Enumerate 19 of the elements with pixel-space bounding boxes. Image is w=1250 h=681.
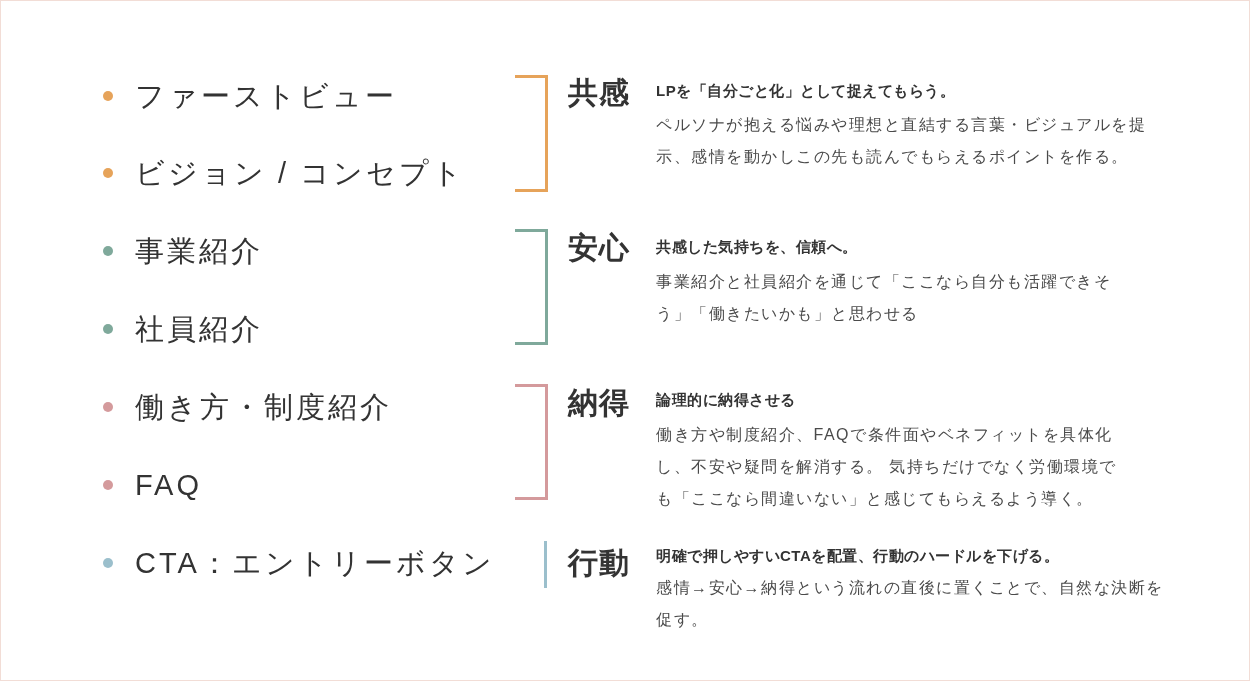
stage-heading: LPを「自分ごと化」として捉えてもらう。 [656, 81, 956, 101]
stage-description: 感情→安心→納得という流れの直後に置くことで、自然な決断を促す。 [656, 578, 1165, 630]
stage-description: 事業紹介と社員紹介を通じて「ここなら自分も活躍できそう」「働きたいかも」と思わせる [656, 272, 1112, 324]
section-item: ファーストビュー [135, 79, 397, 114]
section-item: 事業紹介 [135, 234, 263, 269]
stage-description: 働き方や制度紹介、FAQで条件面やベネフィットを具体化し、不安や疑問を解消する。 気持ちだけでなく労働環境でも「ここなら間違いない」と感じてもらえるよう導く。 [656, 425, 1118, 509]
stage-label: 共感 [568, 75, 630, 111]
stage-label: 納得 [568, 385, 630, 421]
stage-heading: 論理的に納得させる [656, 390, 796, 410]
section-item: ビジョン / コンセプト [135, 156, 466, 191]
stage-heading: 明確で押しやすいCTAを配置、行動のハードルを下げる。 [656, 546, 1060, 566]
stage-description: ペルソナが抱える悩みや理想と直結する言葉・ビジュアルを提示、感情を動かしこの先も読んでもらえるポイントを作る。 [656, 115, 1147, 167]
stage-heading: 共感した気持ちを、信頼へ。 [656, 237, 858, 257]
stage-label: 行動 [568, 545, 630, 581]
section-item: CTA：エントリーボタン [135, 546, 495, 581]
stage-label: 安心 [568, 230, 630, 266]
section-item: 働き方・制度紹介 [135, 390, 392, 425]
section-item: 社員紹介 [135, 312, 263, 347]
section-item: FAQ [135, 468, 202, 503]
